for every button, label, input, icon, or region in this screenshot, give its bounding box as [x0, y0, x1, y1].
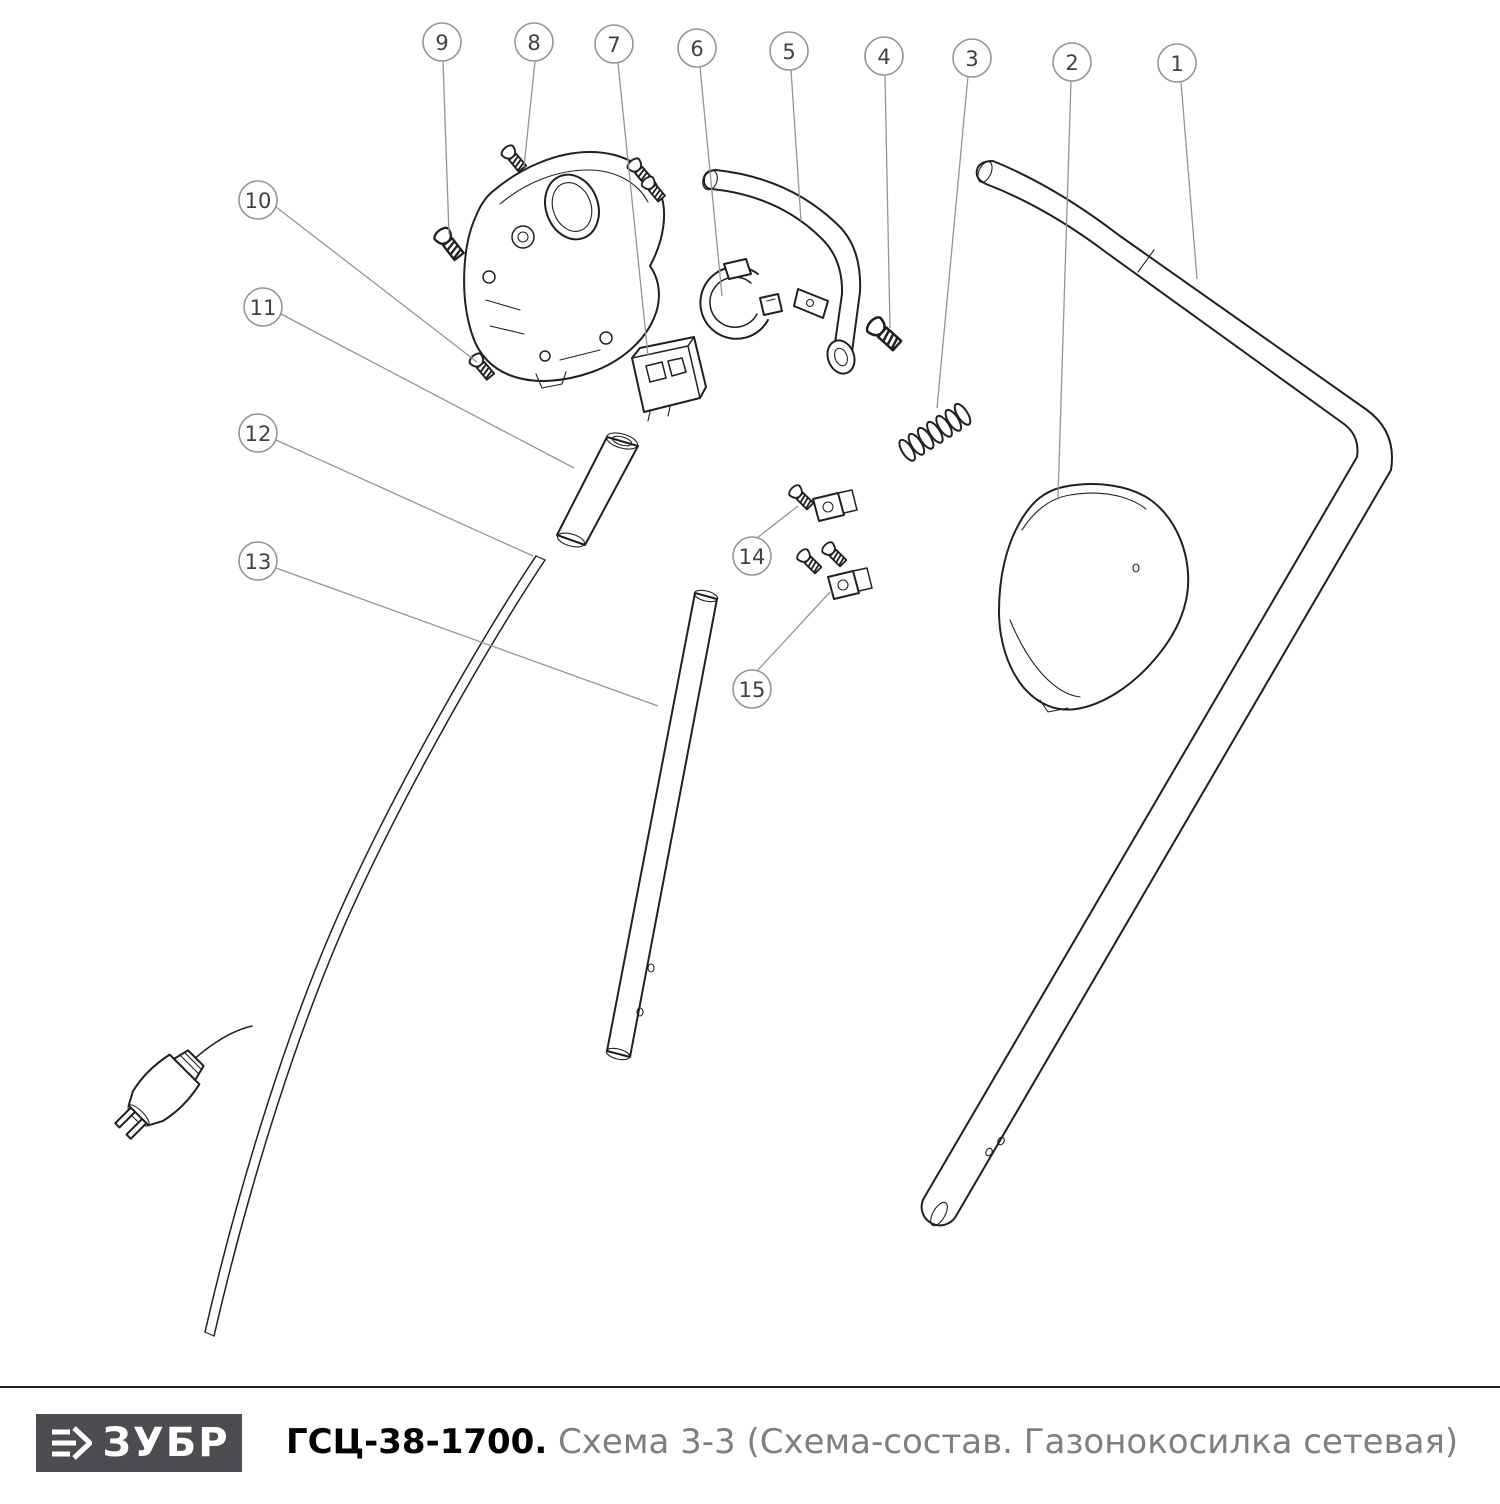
svg-text:15: 15	[739, 678, 766, 702]
callout-15: 15	[732, 591, 831, 709]
callout-4: 4	[864, 36, 904, 329]
part-switch-lever	[702, 169, 862, 375]
callout-2: 2	[1052, 42, 1092, 499]
svg-text:13: 13	[245, 550, 272, 574]
callout-12: 12	[238, 413, 534, 557]
part-screw-top-left	[498, 142, 529, 175]
svg-text:3: 3	[965, 47, 978, 71]
callout-3: 3	[936, 38, 992, 409]
part-cable-clip-14	[786, 482, 858, 522]
callout-9: 9	[422, 22, 462, 235]
callout-7: 7	[594, 24, 649, 357]
part-lower-handle-tube	[605, 589, 719, 1061]
diagram-subtitle: Схема 3-3 (Схема-состав. Газонокосилка с…	[547, 1422, 1459, 1462]
svg-text:2: 2	[1065, 51, 1078, 75]
part-switch-cover	[998, 483, 1190, 713]
svg-text:4: 4	[877, 45, 890, 69]
part-power-plug	[114, 1049, 205, 1140]
svg-text:8: 8	[527, 31, 540, 55]
svg-text:14: 14	[739, 545, 766, 569]
svg-text:10: 10	[245, 189, 272, 213]
footer: ЗУБР ГСЦ-38-1700. Схема 3-3 (Схема-соста…	[0, 1388, 1500, 1500]
model-number: ГСЦ-38-1700.	[286, 1422, 548, 1462]
svg-text:1: 1	[1170, 52, 1183, 76]
callout-10: 10	[238, 180, 478, 363]
svg-text:11: 11	[250, 296, 277, 320]
callout-13: 13	[238, 541, 659, 707]
callouts-layer: 1 2 3 4 5 6 7 8	[238, 22, 1198, 709]
svg-text:12: 12	[245, 422, 272, 446]
svg-text:9: 9	[435, 31, 448, 55]
part-bolt	[863, 313, 905, 354]
svg-text:5: 5	[782, 40, 795, 64]
callout-5: 5	[769, 31, 809, 222]
part-spring	[898, 402, 972, 462]
parts-layer	[114, 142, 1393, 1337]
diagram-title: ГСЦ-38-1700. Схема 3-3 (Схема-состав. Га…	[286, 1422, 1458, 1462]
callout-1: 1	[1157, 43, 1198, 280]
part-switch-block	[631, 336, 707, 422]
brand-arrow-icon	[52, 1426, 93, 1460]
part-switch-housing	[463, 151, 666, 389]
part-clamp-collar	[699, 258, 783, 340]
svg-text:6: 6	[690, 37, 703, 61]
part-cable-clip-15	[794, 539, 873, 600]
brand-logo: ЗУБР	[36, 1414, 242, 1472]
brand-name: ЗУБР	[102, 1420, 230, 1466]
part-cable-sleeve	[556, 432, 639, 548]
callout-8: 8	[514, 22, 554, 168]
part-upper-handle-bar	[920, 160, 1393, 1227]
callout-6: 6	[677, 28, 723, 297]
part-power-cable	[192, 555, 546, 1337]
footer-separator	[0, 1386, 1500, 1388]
callout-11: 11	[243, 287, 575, 469]
svg-text:7: 7	[607, 33, 620, 57]
callout-14: 14	[732, 505, 799, 576]
